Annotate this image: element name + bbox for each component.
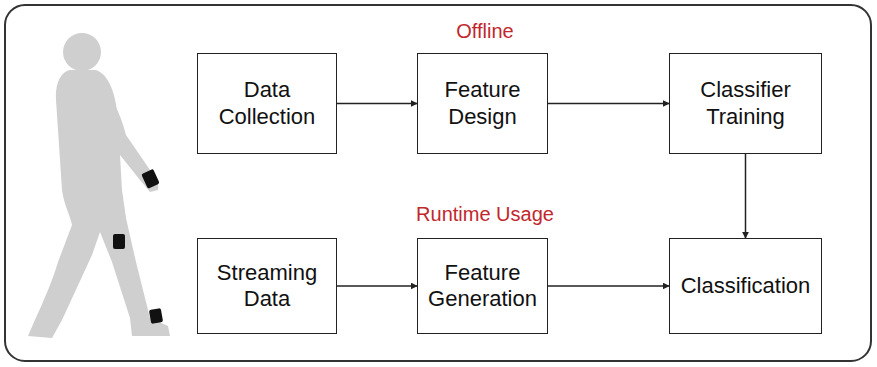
flow-arrow (548, 103, 669, 105)
process-box: Data Collection (197, 53, 337, 154)
flow-arrow (337, 103, 417, 105)
outer-frame (5, 5, 871, 361)
box-label: Classifier Training (676, 77, 815, 130)
box-label: Feature Generation (424, 260, 541, 313)
process-box: Feature Generation (417, 238, 548, 334)
box-label: Streaming Data (204, 260, 330, 313)
sensor (113, 169, 163, 324)
process-box: Classification (669, 238, 822, 334)
walking-person (28, 33, 170, 338)
section-heading: Offline (456, 20, 513, 43)
process-box: Feature Design (417, 53, 548, 154)
flow-arrow (337, 285, 417, 287)
process-box: Streaming Data (197, 238, 337, 334)
section-heading: Runtime Usage (416, 203, 554, 226)
flow-arrow (548, 285, 669, 287)
flow-arrow (745, 154, 747, 238)
box-label: Feature Design (424, 77, 541, 130)
process-box: Classifier Training (669, 53, 822, 154)
box-label: Classification (681, 273, 811, 299)
box-label: Data Collection (204, 77, 330, 130)
